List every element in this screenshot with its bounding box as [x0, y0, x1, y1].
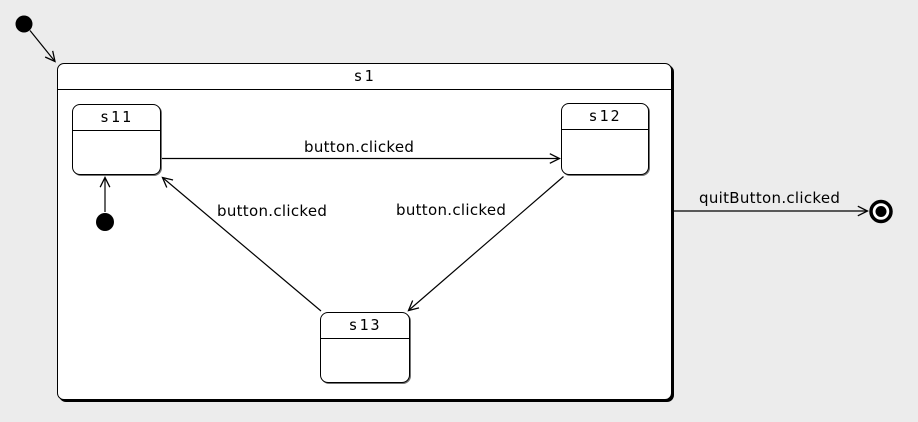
state-s11-title: s11 — [73, 105, 160, 131]
transition-initial-to-s1[interactable] — [29, 30, 56, 63]
transition-label-s1-to-final: quitButton.clicked — [699, 189, 841, 207]
transition-label-s11-to-s12: button.clicked — [304, 138, 415, 156]
state-s11[interactable]: s11 — [72, 104, 161, 175]
state-s1-title: s1 — [58, 64, 671, 90]
transition-label-s12-to-s13: button.clicked — [396, 201, 507, 219]
state-s12[interactable]: s12 — [561, 103, 649, 175]
state-s12-title: s12 — [562, 104, 648, 130]
transition-label-s13-to-s11: button.clicked — [217, 202, 328, 220]
state-s13[interactable]: s13 — [320, 312, 410, 383]
final-state-icon[interactable] — [869, 199, 893, 224]
state-s1[interactable]: s1 s11 s12 s13 — [57, 63, 672, 400]
state-s13-title: s13 — [321, 313, 409, 339]
initial-state-dot[interactable] — [15, 15, 33, 33]
